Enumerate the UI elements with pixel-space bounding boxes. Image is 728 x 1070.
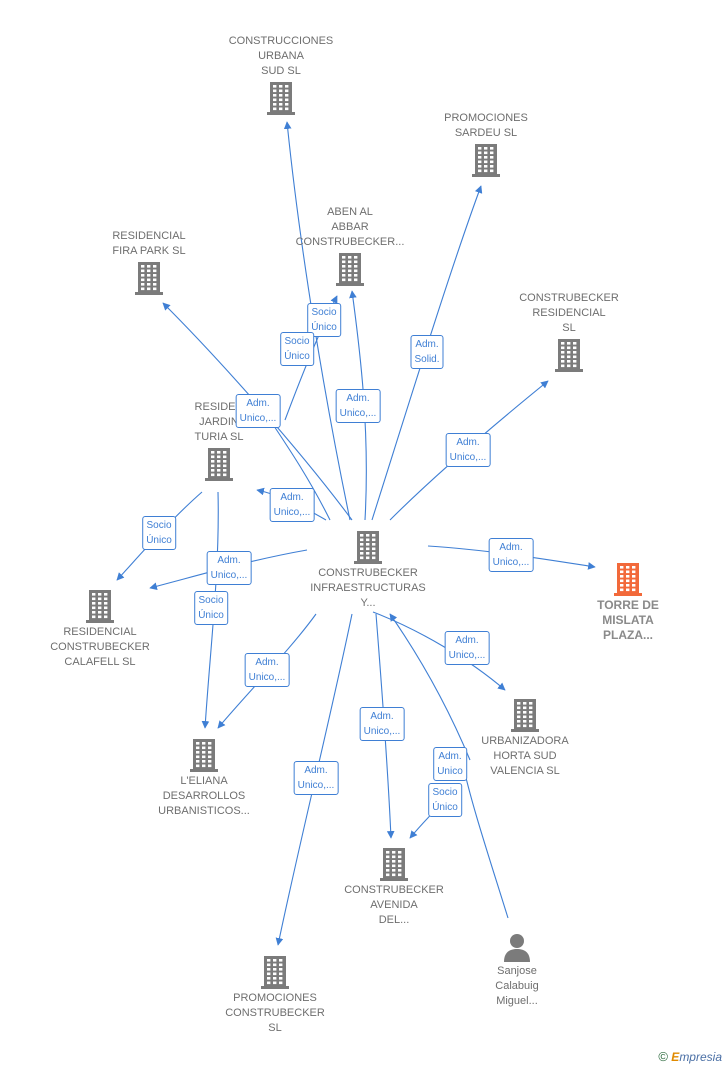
relation-label[interactable]: Socio Único [307, 303, 341, 337]
building-icon [144, 447, 294, 481]
node-label: CONSTRUBECKER AVENIDA DEL... [344, 884, 444, 926]
company-node-construcciones-urbana[interactable]: CONSTRUCCIONES URBANA SUD SL [206, 34, 356, 117]
building-icon [450, 698, 600, 732]
node-label: CONSTRUBECKER INFRAESTRUCTURAS Y... [310, 567, 426, 609]
node-label: CONSTRUCCIONES URBANA SUD SL [228, 35, 334, 77]
person-icon [442, 932, 592, 962]
building-icon [275, 252, 425, 286]
company-node-construbecker-residencial[interactable]: CONSTRUBECKER RESIDENCIAL SL [494, 291, 644, 374]
company-node-construbecker-infraestructuras[interactable]: CONSTRUBECKER INFRAESTRUCTURAS Y... [293, 528, 443, 611]
node-label: RESIDENCIAL FIRA PARK SL [112, 230, 186, 257]
relation-label[interactable]: Adm. Unico,... [359, 707, 405, 741]
building-icon [411, 143, 561, 177]
node-label: Sanjose Calabuig Miguel... [495, 965, 539, 1007]
company-node-aben-al-abbar[interactable]: ABEN AL ABBAR CONSTRUBECKER... [275, 205, 425, 288]
building-icon [494, 338, 644, 372]
building-icon [74, 261, 224, 295]
company-node-residencial-fira-park[interactable]: RESIDENCIAL FIRA PARK SL [74, 229, 224, 297]
building-icon [25, 589, 175, 623]
brand-initial: E [671, 1050, 680, 1064]
node-label: URBANIZADORA HORTA SUD VALENCIA SL [481, 735, 569, 777]
building-icon [553, 562, 703, 596]
relation-arrow [389, 613, 471, 761]
node-label: RESIDEN JARDIN TURIA SL [194, 401, 244, 443]
company-node-urbanizadora-horta[interactable]: URBANIZADORA HORTA SUD VALENCIA SL [450, 696, 600, 779]
relation-label[interactable]: Adm. Unico,... [445, 433, 491, 467]
relation-label[interactable]: Adm. Unico,... [293, 761, 339, 795]
relation-label[interactable]: Socio Único [194, 591, 228, 625]
company-node-sanjose-calabuig[interactable]: Sanjose Calabuig Miguel... [442, 930, 592, 1009]
company-node-leliana[interactable]: L'ELIANA DESARROLLOS URBANISTICOS... [129, 736, 279, 819]
relation-label[interactable]: Adm. Unico,... [335, 389, 381, 423]
company-node-promociones-construbecker[interactable]: PROMOCIONES CONSTRUBECKER SL [200, 953, 350, 1036]
empresia-logo: © Empresia [658, 1049, 722, 1064]
node-label: PROMOCIONES SARDEU SL [444, 112, 528, 139]
building-icon [319, 847, 469, 881]
company-node-promociones-sardeu[interactable]: PROMOCIONES SARDEU SL [411, 111, 561, 179]
node-label: TORRE DE MISLATA PLAZA... [597, 598, 659, 642]
company-node-residencial-calafell[interactable]: RESIDENCIAL CONSTRUBECKER CALAFELL SL [25, 587, 175, 670]
relation-label[interactable]: Adm. Unico,... [244, 653, 290, 687]
relation-arrow [269, 419, 331, 521]
node-label: ABEN AL ABBAR CONSTRUBECKER... [295, 206, 405, 248]
node-label: CONSTRUBECKER RESIDENCIAL SL [519, 292, 619, 334]
company-node-torre-de-mislata[interactable]: TORRE DE MISLATA PLAZA... [553, 560, 703, 643]
company-node-residencial-jardin-turia[interactable]: RESIDEN JARDIN TURIA SL [144, 400, 294, 483]
relation-label[interactable]: Adm. Unico,... [444, 631, 490, 665]
brand-name: mpresia [679, 1050, 722, 1064]
node-label: L'ELIANA DESARROLLOS URBANISTICOS... [158, 775, 250, 817]
relation-label[interactable]: Adm. Unico [433, 747, 467, 781]
copyright-symbol: © [658, 1049, 668, 1064]
relation-label[interactable]: Socio Único [142, 516, 176, 550]
building-icon [200, 955, 350, 989]
relation-label[interactable]: Adm. Unico,... [206, 551, 252, 585]
relation-arrow [372, 611, 506, 691]
relation-label[interactable]: Adm. Unico,... [269, 488, 315, 522]
relation-label[interactable]: Socio Único [428, 783, 462, 817]
company-node-construbecker-avenida[interactable]: CONSTRUBECKER AVENIDA DEL... [319, 845, 469, 928]
node-label: RESIDENCIAL CONSTRUBECKER CALAFELL SL [50, 626, 150, 668]
relation-label[interactable]: Adm. Unico,... [235, 394, 281, 428]
building-icon [206, 81, 356, 115]
building-icon [129, 738, 279, 772]
building-icon [293, 530, 443, 564]
relation-label[interactable]: Socio Único [280, 332, 314, 366]
relation-label[interactable]: Adm. Solid. [410, 335, 444, 369]
relation-label[interactable]: Adm. Unico,... [488, 538, 534, 572]
node-label: PROMOCIONES CONSTRUBECKER SL [225, 992, 325, 1034]
